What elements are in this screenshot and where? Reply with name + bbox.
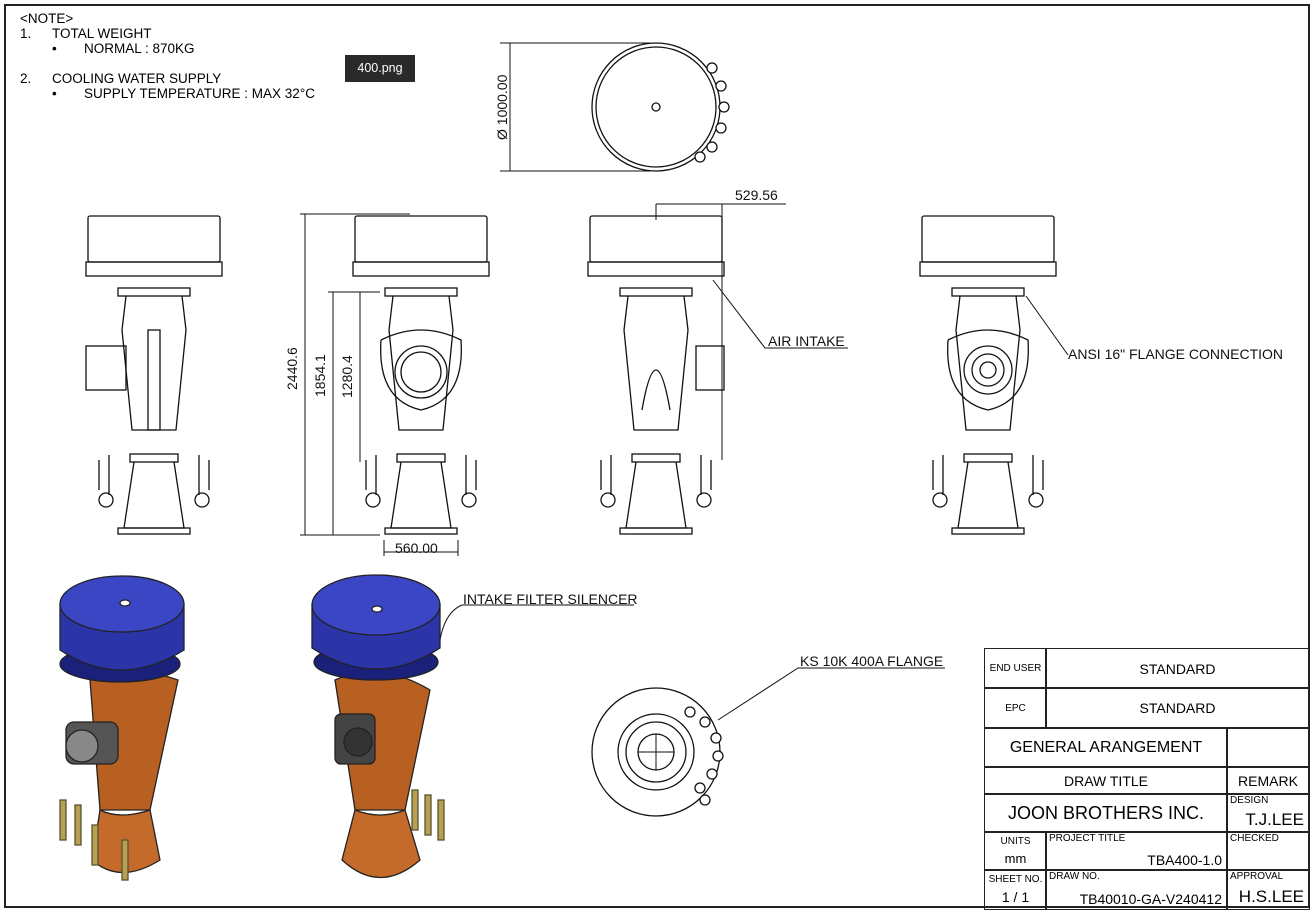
height-dimension: 1280.4 (339, 355, 355, 398)
bullet: • (52, 86, 57, 101)
epc-value: STANDARD (1045, 687, 1310, 729)
note-detail: SUPPLY TEMPERATURE : MAX 32°C (84, 86, 315, 101)
drawing-sheet (4, 4, 1310, 908)
front-view (85, 215, 223, 535)
air-intake-callout: AIR INTAKE (768, 333, 845, 349)
approval-cell: APPROVAL H.S.LEE (1226, 869, 1310, 910)
design-cell: DESIGN T.J.LEE (1226, 793, 1310, 833)
note-title: TOTAL WEIGHT (52, 26, 152, 41)
sheet-value: 1 / 1 (1001, 889, 1030, 905)
title-block: END USER STANDARD EPC STANDARD GENERAL A… (984, 648, 1310, 910)
draw-no-label: DRAW NO. (1049, 871, 1100, 882)
note-number: 2. (20, 71, 32, 86)
isometric-view-2 (311, 574, 445, 879)
ks-flange-callout: KS 10K 400A FLANGE (800, 653, 943, 669)
sheet-label: SHEET NO. (988, 874, 1043, 885)
sheet-cell: SHEET NO. 1 / 1 (984, 869, 1047, 910)
flange-connection-callout: ANSI 16" FLANGE CONNECTION (1068, 346, 1283, 362)
base-width-dimension: 560.00 (395, 540, 438, 556)
flange-view (591, 687, 724, 817)
approval-value: H.S.LEE (1238, 887, 1304, 906)
note-detail: NORMAL : 870KG (84, 41, 195, 56)
isometric-view-1 (59, 575, 185, 881)
side-view (352, 215, 490, 535)
remark-cell (1226, 727, 1310, 768)
units-value: mm (1004, 851, 1027, 866)
checked-cell: CHECKED (1226, 831, 1310, 871)
back-view (919, 215, 1057, 535)
general-arrangement: GENERAL ARANGEMENT (984, 727, 1228, 768)
draw-title-label: DRAW TITLE (984, 766, 1228, 795)
total-height-dimension: 2440.6 (284, 347, 300, 390)
draw-no-cell: DRAW NO. TB40010-GA-V240412 (1045, 869, 1228, 910)
note-number: 1. (20, 26, 32, 41)
intake-filter-callout: INTAKE FILTER SILENCER (463, 591, 638, 607)
company-name: JOON BROTHERS INC. (984, 793, 1228, 833)
dimension-lines (300, 203, 1069, 721)
project-title-cell: PROJECT TITLE TBA400-1.0 (1045, 831, 1228, 871)
project-title-label: PROJECT TITLE (1049, 833, 1126, 844)
project-title-value: TBA400-1.0 (1147, 852, 1222, 868)
filename-tooltip: 400.png (345, 55, 415, 82)
offset-dimension: 529.56 (735, 187, 778, 203)
end-user-label: END USER (984, 648, 1047, 689)
design-value: T.J.LEE (1245, 810, 1304, 829)
draw-no-value: TB40010-GA-V240412 (1079, 891, 1222, 907)
end-user-value: STANDARD (1045, 648, 1310, 689)
checked-label: CHECKED (1230, 833, 1279, 844)
height-dimension: 1854.1 (312, 354, 328, 397)
top-view (500, 42, 730, 172)
epc-label: EPC (984, 687, 1047, 729)
bullet: • (52, 41, 57, 56)
note-title: COOLING WATER SUPPLY (52, 71, 222, 86)
diameter-dimension: Ø 1000.00 (494, 74, 510, 140)
approval-label: APPROVAL (1230, 871, 1284, 882)
remark-label: REMARK (1226, 766, 1310, 795)
units-label: UNITS (1000, 836, 1031, 847)
units-cell: UNITS mm (984, 831, 1047, 871)
rear-view (587, 215, 725, 535)
design-label: DESIGN (1230, 795, 1269, 806)
notes-heading: <NOTE> (20, 11, 74, 26)
